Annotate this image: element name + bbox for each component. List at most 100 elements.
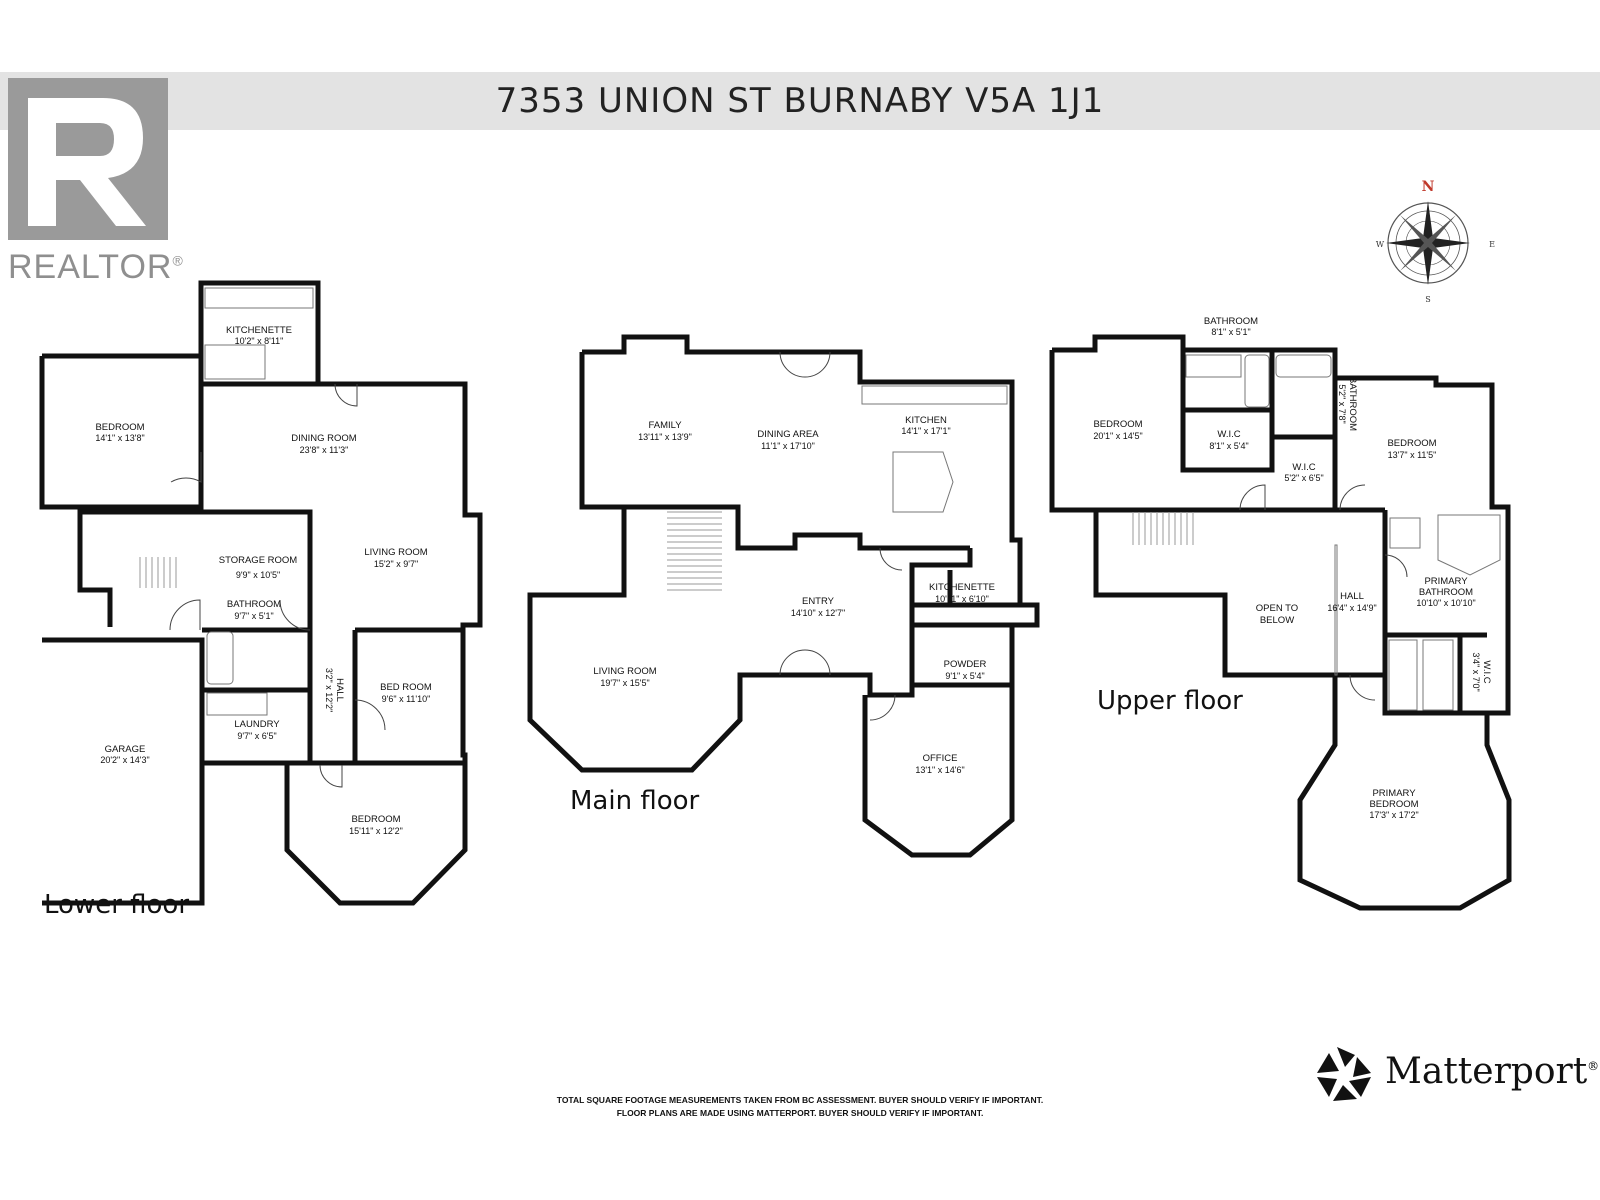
main-stairs — [667, 511, 722, 591]
primary-tub — [1437, 514, 1501, 576]
room-name: PRIMARY — [1372, 788, 1416, 799]
matterport-text: Matterport — [1385, 1051, 1588, 1092]
door-main-french — [779, 351, 831, 378]
room-dim: 11'1" x 17'10" — [761, 441, 815, 451]
room-name: DINING ROOM — [291, 433, 357, 444]
lower-storage-walls — [80, 509, 313, 635]
room-dim: 20'1" x 14'5" — [1093, 431, 1142, 441]
compass-n-label: N — [1422, 179, 1435, 195]
room-name: KITCHENETTE — [929, 582, 995, 593]
matterport-wordmark: Matterport® — [1385, 1051, 1599, 1092]
lower-laundry-counter — [206, 692, 268, 716]
room-name: OFFICE — [923, 753, 958, 764]
lower-kitchenette-island — [204, 344, 266, 380]
upper-floor-labels: BATHROOM 8'1" x 5'1" BEDROOM 20'1" x 14'… — [1093, 316, 1492, 820]
matterport-registered-mark: ® — [1587, 1059, 1600, 1073]
footnote-line-1: TOTAL SQUARE FOOTAGE MEASUREMENTS TAKEN … — [556, 1095, 1044, 1105]
room-dim: 14'10" x 12'7" — [791, 608, 845, 618]
upper-vanity1 — [1185, 354, 1242, 378]
upper-bath2-walls — [1272, 347, 1338, 510]
upper-bath2-label: BATHROOM 5'2" x 7'8" — [1337, 377, 1358, 431]
room-dim: 15'11" x 12'2" — [349, 826, 403, 836]
kitchen-counter — [861, 385, 1008, 405]
room-dim: 5'2" x 7'8" — [1337, 384, 1347, 423]
lower-bathtub — [206, 631, 234, 685]
room-name: BEDROOM — [95, 422, 144, 433]
room-name: BATHROOM — [1347, 377, 1358, 431]
realtor-r-mark-icon — [8, 78, 168, 240]
room-name: BATHROOM — [227, 599, 281, 610]
realtor-wordmark: REALTOR® — [8, 248, 184, 287]
upper-stairs — [1132, 512, 1194, 545]
room-name: KITCHENETTE — [226, 325, 292, 336]
room-name: POWDER — [944, 659, 987, 670]
room-name: BATHROOM — [1419, 587, 1473, 598]
lower-stair-walls — [77, 507, 113, 627]
upper-floor-label: Upper floor — [1097, 686, 1243, 716]
room-name: FAMILY — [648, 420, 682, 431]
room-dim: 17'3" x 17'2" — [1369, 810, 1418, 820]
kitchen-island — [892, 451, 954, 513]
lower-stairs — [139, 557, 177, 588]
fixtures — [204, 287, 1501, 716]
room-name: BEDROOM — [351, 814, 400, 825]
room-name: HALL — [1340, 591, 1364, 602]
room-dim: 23'8" x 11'3" — [300, 445, 349, 455]
room-dim: 8'1" x 5'1" — [1211, 327, 1250, 337]
lower-floor-labels: KITCHENETTE 10'2" x 8'11" BEDROOM 14'1" … — [95, 325, 432, 836]
door-upper-bedroom1 — [1239, 484, 1266, 511]
upper-tub2 — [1275, 354, 1332, 378]
doors — [169, 351, 1408, 788]
room-dim: 9'9" x 10'5" — [236, 570, 280, 580]
room-name: BEDROOM — [1369, 799, 1418, 810]
compass-rose-icon — [1386, 201, 1470, 285]
room-dim: 14'1" x 13'8" — [95, 433, 144, 443]
room-dim: 14'1" x 17'1" — [901, 426, 950, 436]
room-name: W.I.C — [1292, 462, 1315, 473]
matterport-logo: Matterport® — [1315, 1045, 1599, 1105]
room-dim: 13'1" x 14'6" — [915, 765, 964, 775]
lower-hall-label: HALL 3'2" x 12'2" — [324, 668, 345, 712]
wic3-shelves-b — [1388, 639, 1418, 711]
footnote-line-2: FLOOR PLANS ARE MADE USING MATTERPORT. B… — [616, 1108, 984, 1118]
lower-floor-label: Lower floor — [44, 890, 190, 920]
room-dim: 13'11" x 13'9" — [638, 432, 692, 442]
room-dim: 8'1" x 5'4" — [1209, 441, 1248, 451]
room-name: KITCHEN — [905, 415, 947, 426]
upper-floor-walls — [1049, 334, 1512, 911]
hall-rail — [1334, 544, 1338, 676]
room-name: LAUNDRY — [234, 719, 280, 730]
matterport-mark-icon — [1317, 1047, 1371, 1101]
upper-wic3-label: W.I.C 3'4" x 7'0" — [1471, 652, 1492, 691]
room-dim: 9'1" x 5'4" — [945, 671, 984, 681]
main-floor-label: Main floor — [570, 786, 700, 816]
room-name: LIVING ROOM — [593, 666, 656, 677]
upper-primary-bath-walls — [1382, 510, 1508, 716]
compass-w-label: W — [1376, 240, 1385, 249]
garage-walls — [42, 637, 205, 906]
room-name: DINING AREA — [757, 429, 819, 440]
main-floor-walls — [527, 334, 1040, 858]
compass-e-label: E — [1489, 240, 1495, 249]
main-interior-walls — [582, 504, 970, 551]
main-outer-walls — [527, 352, 1040, 858]
room-name: HALL — [334, 678, 345, 702]
room-name: BATHROOM — [1204, 316, 1258, 327]
upper-outer-walls — [1052, 334, 1512, 911]
door-lower-bedroom2 — [354, 699, 386, 731]
main-kitchenette-walls — [909, 548, 973, 605]
door-lower-bedroom3 — [319, 764, 343, 788]
room-name: GARAGE — [105, 744, 146, 755]
room-dim: 13'7" x 11'5" — [1388, 450, 1437, 460]
room-name: W.I.C — [1481, 660, 1492, 683]
property-address-title: 7353 UNION ST BURNABY V5A 1J1 — [495, 81, 1105, 121]
lower-east-walls — [201, 381, 483, 845]
lower-bedroom3-walls — [284, 763, 468, 906]
room-dim: 15'2" x 9'7" — [374, 559, 418, 569]
room-name: BEDROOM — [1093, 419, 1142, 430]
room-dim: 9'7" x 5'1" — [234, 611, 273, 621]
main-north-walls — [582, 334, 1023, 605]
room-dim: 20'2" x 14'3" — [100, 755, 149, 765]
door-main-kitchen — [879, 547, 903, 571]
